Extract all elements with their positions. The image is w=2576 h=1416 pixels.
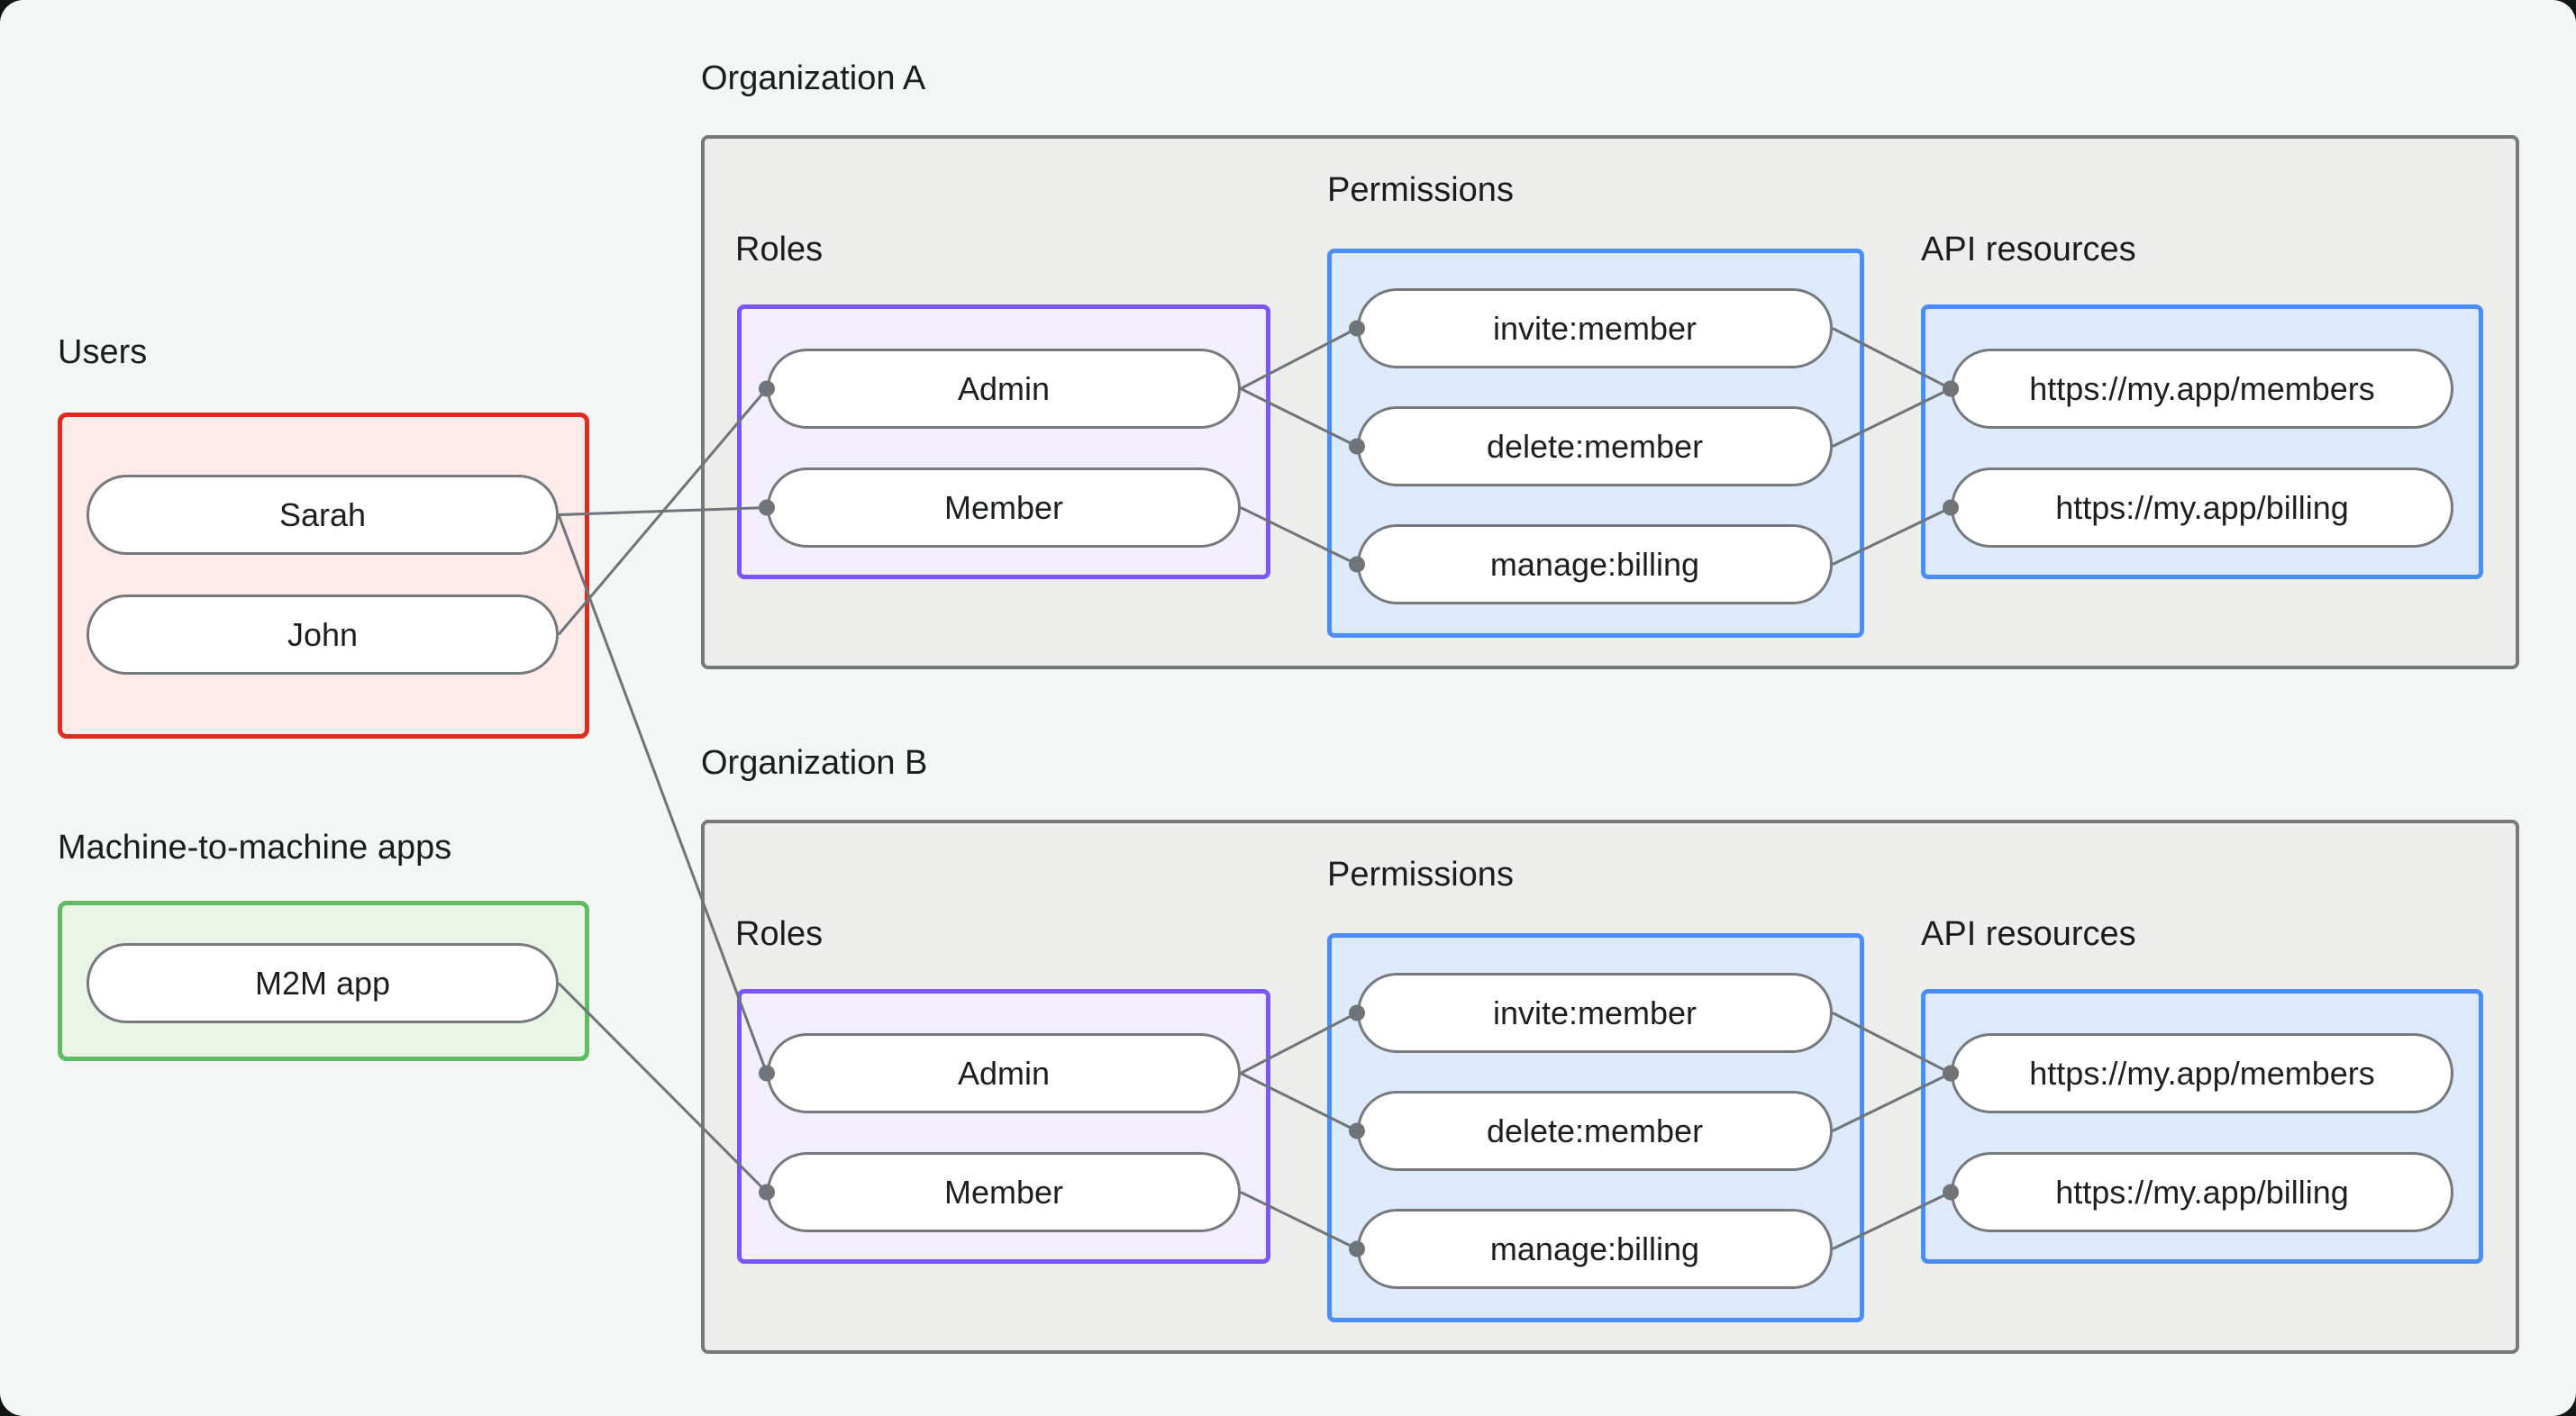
node-user-john-label: John bbox=[287, 615, 359, 653]
node-org-a-role-admin: Admin bbox=[767, 349, 1241, 429]
users-group-box bbox=[58, 413, 589, 739]
node-org-b-perm-manage-billing-label: manage:billing bbox=[1489, 1230, 1700, 1267]
node-org-a-role-member: Member bbox=[767, 467, 1241, 548]
node-org-b-api-members: https://my.app/members bbox=[1951, 1033, 2453, 1113]
node-org-b-perm-invite-member: invite:member bbox=[1357, 973, 1833, 1053]
org-a-label: Organization A bbox=[701, 59, 926, 97]
node-user-john: John bbox=[86, 595, 559, 675]
node-org-b-perm-invite-member-label: invite:member bbox=[1492, 994, 1698, 1031]
node-org-b-role-admin-label: Admin bbox=[957, 1054, 1051, 1092]
node-org-a-perm-invite-member: invite:member bbox=[1357, 288, 1833, 368]
node-org-b-api-members-label: https://my.app/members bbox=[2029, 1054, 2375, 1092]
node-m2m-app-label: M2M app bbox=[254, 964, 391, 1002]
node-org-a-perm-invite-member-label: invite:member bbox=[1492, 309, 1698, 347]
org-b-permissions-label: Permissions bbox=[1327, 856, 1514, 894]
node-org-a-perm-delete-member-label: delete:member bbox=[1486, 427, 1704, 465]
node-org-a-api-members-label: https://my.app/members bbox=[2029, 369, 2375, 407]
node-org-b-perm-delete-member: delete:member bbox=[1357, 1091, 1833, 1171]
node-org-a-api-members: https://my.app/members bbox=[1951, 349, 2453, 429]
node-org-a-perm-delete-member: delete:member bbox=[1357, 406, 1833, 486]
node-org-a-api-billing-label: https://my.app/billing bbox=[2055, 488, 2349, 526]
node-org-b-role-member-label: Member bbox=[943, 1173, 1064, 1211]
org-b-api-label: API resources bbox=[1921, 915, 2136, 953]
org-a-roles-label: Roles bbox=[735, 231, 824, 268]
node-user-sarah: Sarah bbox=[86, 475, 559, 555]
node-org-b-api-billing-label: https://my.app/billing bbox=[2055, 1173, 2349, 1211]
node-org-b-perm-manage-billing: manage:billing bbox=[1357, 1209, 1833, 1289]
users-group-label: Users bbox=[58, 333, 148, 371]
node-org-b-perm-delete-member-label: delete:member bbox=[1486, 1112, 1704, 1149]
node-org-a-perm-manage-billing: manage:billing bbox=[1357, 524, 1833, 604]
node-org-a-role-member-label: Member bbox=[943, 488, 1064, 526]
org-a-api-label: API resources bbox=[1921, 231, 2136, 268]
org-a-permissions-label: Permissions bbox=[1327, 171, 1514, 209]
node-m2m-app: M2M app bbox=[86, 943, 559, 1023]
node-org-a-role-admin-label: Admin bbox=[957, 369, 1051, 407]
node-org-a-api-billing: https://my.app/billing bbox=[1951, 467, 2453, 548]
node-user-sarah-label: Sarah bbox=[278, 495, 367, 533]
node-org-b-api-billing: https://my.app/billing bbox=[1951, 1152, 2453, 1232]
node-org-b-role-member: Member bbox=[767, 1152, 1241, 1232]
node-org-a-perm-manage-billing-label: manage:billing bbox=[1489, 545, 1700, 583]
org-b-roles-label: Roles bbox=[735, 915, 824, 953]
node-org-b-role-admin: Admin bbox=[767, 1033, 1241, 1113]
org-b-label: Organization B bbox=[701, 744, 928, 782]
m2m-group-label: Machine-to-machine apps bbox=[58, 829, 452, 867]
